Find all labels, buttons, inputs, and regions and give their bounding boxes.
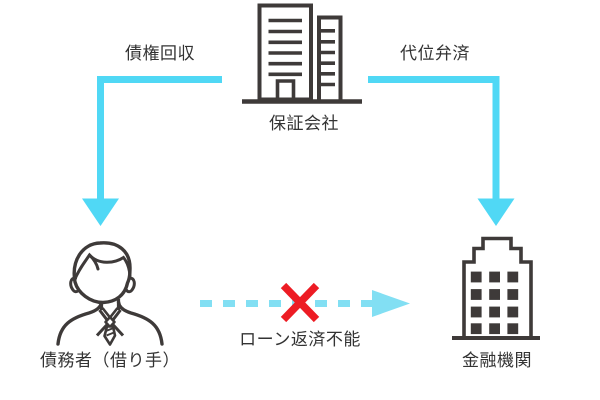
person-hair-fringe bbox=[73, 252, 132, 282]
debt-collection-arrow bbox=[82, 76, 222, 226]
person-shoulders bbox=[56, 300, 104, 346]
debt-collection-label: 債権回収 bbox=[125, 44, 195, 63]
blocked-cross-icon bbox=[280, 282, 320, 323]
loan-default-label: ローン返済不能 bbox=[239, 330, 361, 349]
borrower-label: 債務者（借り手） bbox=[40, 351, 180, 370]
bank-outline bbox=[462, 236, 533, 336]
building-door bbox=[275, 79, 296, 100]
guarantor-label: 保証会社 bbox=[269, 114, 339, 133]
bank-label: 金融機関 bbox=[462, 351, 532, 370]
building-floor-lines bbox=[268, 18, 302, 77]
bank-building-icon bbox=[452, 236, 540, 340]
person-icon bbox=[56, 241, 164, 346]
building-floor-lines-right bbox=[321, 29, 335, 87]
person-ears bbox=[69, 276, 136, 294]
subrogation-arrow bbox=[368, 76, 515, 226]
loan-default-arrow bbox=[200, 290, 410, 317]
office-building-icon bbox=[242, 3, 362, 104]
bank-windows bbox=[470, 271, 519, 335]
subrogation-label: 代位弁済 bbox=[400, 44, 470, 63]
person-head bbox=[72, 241, 132, 305]
